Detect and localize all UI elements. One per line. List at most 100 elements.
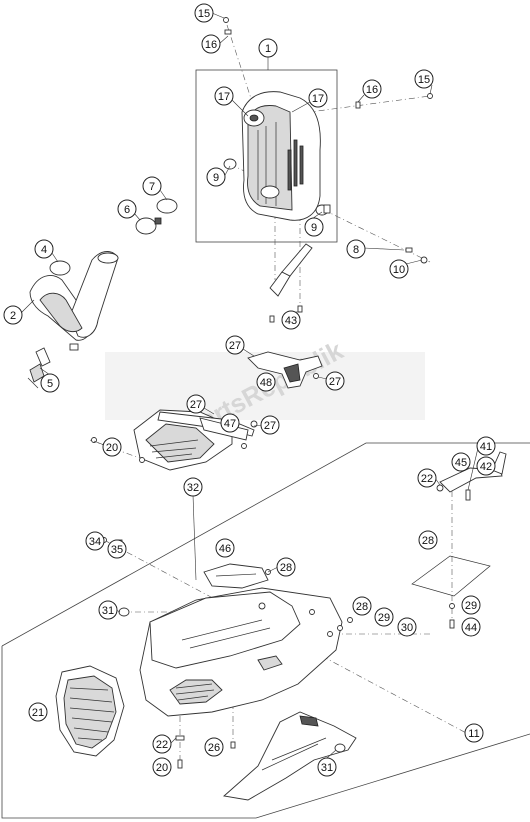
callout-circle bbox=[194, 3, 214, 23]
callout-9: 9 bbox=[206, 167, 226, 187]
callout-number: 17 bbox=[312, 93, 324, 105]
callout-number: 27 bbox=[329, 376, 341, 388]
callout-45: 45 bbox=[451, 452, 471, 472]
callout-15: 15 bbox=[414, 69, 434, 89]
callout-circle bbox=[152, 757, 172, 777]
callout-circle bbox=[464, 723, 484, 743]
callout-5: 5 bbox=[40, 373, 60, 393]
callout-circle bbox=[98, 600, 118, 620]
callout-number: 1 bbox=[265, 43, 271, 55]
callout-circle bbox=[256, 372, 276, 392]
callout-number: 16 bbox=[205, 39, 217, 51]
callout-32: 32 bbox=[183, 477, 203, 497]
callout-circle bbox=[352, 596, 372, 616]
callout-number: 6 bbox=[124, 204, 130, 216]
callout-circle bbox=[325, 371, 345, 391]
callout-number: 20 bbox=[156, 762, 168, 774]
callout-number: 5 bbox=[47, 378, 53, 390]
belly-pan-32 bbox=[139, 587, 343, 717]
callout-27: 27 bbox=[260, 415, 280, 435]
group-frames bbox=[1, 69, 530, 819]
callout-circle bbox=[346, 239, 366, 259]
callout-17: 17 bbox=[214, 86, 234, 106]
callout-number: 8 bbox=[353, 244, 359, 256]
callout-41: 41 bbox=[476, 436, 496, 456]
callout-circle bbox=[40, 373, 60, 393]
callout-circle bbox=[225, 335, 245, 355]
callout-number: 26 bbox=[208, 742, 220, 754]
header-pipe bbox=[29, 251, 119, 351]
callout-2: 2 bbox=[3, 305, 23, 325]
callout-number: 29 bbox=[465, 600, 477, 612]
plate-28 bbox=[411, 555, 491, 629]
callout-21: 21 bbox=[28, 702, 48, 722]
callout-15: 15 bbox=[194, 3, 214, 23]
callout-circle bbox=[183, 477, 203, 497]
callout-number: 30 bbox=[401, 622, 413, 634]
callout-number: 21 bbox=[32, 707, 44, 719]
callout-number: 22 bbox=[156, 739, 168, 751]
silencer-part bbox=[241, 91, 329, 221]
callout-circle bbox=[418, 530, 438, 550]
callout-8: 8 bbox=[346, 239, 366, 259]
callout-28: 28 bbox=[276, 557, 296, 577]
callout-number: 2 bbox=[10, 310, 16, 322]
callout-circle bbox=[476, 456, 496, 476]
callout-34: 34 bbox=[85, 531, 105, 551]
callout-number: 27 bbox=[229, 340, 241, 352]
callout-circle bbox=[34, 239, 54, 259]
callout-circle bbox=[142, 176, 162, 196]
callout-number: 7 bbox=[149, 181, 155, 193]
callout-circle bbox=[304, 217, 324, 237]
callout-number: 15 bbox=[198, 8, 210, 20]
silencer-fasteners bbox=[223, 17, 433, 323]
callout-number: 43 bbox=[285, 315, 297, 327]
callout-circle bbox=[102, 437, 122, 457]
callout-31: 31 bbox=[317, 757, 337, 777]
callout-circle bbox=[461, 595, 481, 615]
clamp-and-gasket bbox=[135, 198, 178, 235]
callout-circle bbox=[107, 539, 127, 559]
callout-48: 48 bbox=[256, 372, 276, 392]
lower-group-frame-top bbox=[1, 442, 530, 647]
callout-number: 42 bbox=[480, 461, 492, 473]
callout-circle bbox=[85, 531, 105, 551]
callout-17: 17 bbox=[308, 88, 328, 108]
callout-number: 27 bbox=[264, 420, 276, 432]
lower-group-frame bbox=[1, 646, 530, 819]
callout-number: 17 bbox=[218, 91, 230, 103]
callout-number: 4 bbox=[41, 244, 47, 256]
callout-circle bbox=[258, 38, 278, 58]
callout-circle bbox=[397, 617, 417, 637]
callout-11: 11 bbox=[464, 723, 484, 743]
callout-number: 32 bbox=[187, 482, 199, 494]
callout-number: 28 bbox=[280, 562, 292, 574]
callout-22: 22 bbox=[417, 468, 437, 488]
callout-number: 41 bbox=[480, 441, 492, 453]
callout-circle bbox=[152, 734, 172, 754]
callout-28: 28 bbox=[418, 530, 438, 550]
callout-number: 46 bbox=[219, 543, 231, 555]
silencer-group-frame bbox=[195, 69, 338, 243]
callout-number: 9 bbox=[311, 222, 317, 234]
vent-grille-21 bbox=[55, 665, 125, 757]
callout-number: 28 bbox=[422, 535, 434, 547]
callout-circle bbox=[214, 86, 234, 106]
callout-circle bbox=[206, 167, 226, 187]
callout-47: 47 bbox=[220, 413, 240, 433]
callout-number: 35 bbox=[111, 544, 123, 556]
mounting-bracket-48 bbox=[247, 351, 323, 389]
callout-20: 20 bbox=[152, 757, 172, 777]
callout-26: 26 bbox=[204, 737, 224, 757]
callout-circle bbox=[362, 79, 382, 99]
callout-16: 16 bbox=[362, 79, 382, 99]
callout-circle bbox=[281, 310, 301, 330]
callout-number: 28 bbox=[356, 601, 368, 613]
callout-4: 4 bbox=[34, 239, 54, 259]
callout-circle bbox=[204, 737, 224, 757]
callout-number: 34 bbox=[89, 536, 101, 548]
callout-number: 22 bbox=[421, 473, 433, 485]
callout-circle bbox=[417, 468, 437, 488]
callout-circle bbox=[476, 436, 496, 456]
